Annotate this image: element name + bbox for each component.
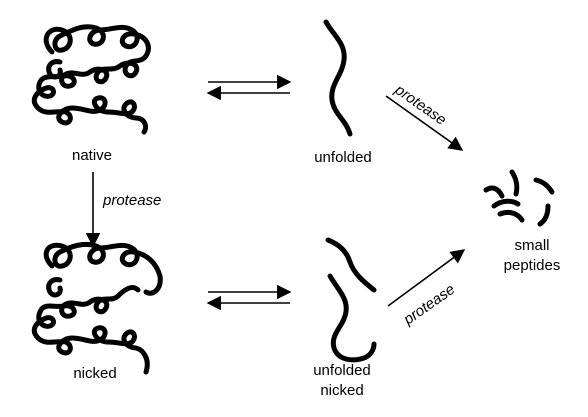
label-unfolded-nicked-line2: nicked bbox=[320, 382, 363, 399]
label-nicked: nicked bbox=[73, 365, 116, 382]
arrow-unfolded-nicked-to-peptides bbox=[387, 249, 466, 307]
equilibrium-arrows-bottom bbox=[206, 284, 292, 311]
unfolded-chain bbox=[323, 19, 353, 137]
label-unfolded-nicked-line1: unfolded bbox=[313, 362, 371, 379]
label-small-peptides-line1: small bbox=[514, 237, 549, 254]
label-native: native bbox=[72, 147, 112, 164]
nicked-protein-structure bbox=[31, 241, 163, 375]
label-protease-lower: protease bbox=[400, 281, 458, 329]
equilibrium-arrows-top bbox=[206, 74, 292, 101]
small-peptides-fragments bbox=[483, 169, 555, 227]
native-protein-structure bbox=[31, 24, 151, 135]
label-unfolded: unfolded bbox=[314, 149, 372, 166]
label-protease-vertical: protease bbox=[102, 192, 161, 209]
unfolded-nicked-chains bbox=[325, 237, 377, 363]
label-small-peptides-line2: peptides bbox=[504, 257, 561, 274]
arrow-unfolded-to-peptides bbox=[385, 95, 464, 151]
